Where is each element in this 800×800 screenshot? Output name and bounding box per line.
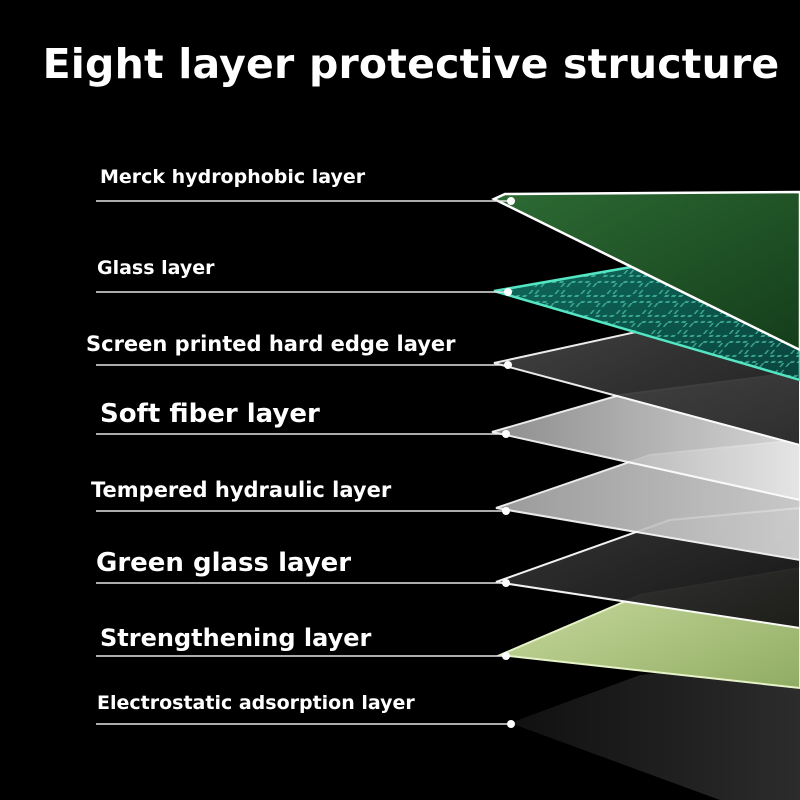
page-title: Eight layer protective structure: [42, 40, 780, 88]
layer-label-screen-printed-hard-edge: Screen printed hard edge layer: [86, 332, 456, 356]
electrostatic-adsorption-sheet: [510, 658, 800, 800]
layer-label-green-glass: Green glass layer: [96, 548, 352, 578]
layer-label-glass: Glass layer: [97, 257, 215, 279]
leader-lines: [96, 200, 509, 725]
merck-hydrophobic-sheet: [491, 190, 800, 352]
leader-dots: [502, 197, 515, 728]
layer-label-merck-hydrophobic: Merck hydrophobic layer: [100, 166, 366, 188]
layer-label-tempered-hydraulic: Tempered hydraulic layer: [91, 478, 392, 502]
layer-label-strengthening: Strengthening layer: [100, 624, 372, 652]
layer-label-electrostatic-adsorption: Electrostatic adsorption layer: [97, 692, 415, 714]
layer-label-soft-fiber: Soft fiber layer: [100, 399, 320, 429]
